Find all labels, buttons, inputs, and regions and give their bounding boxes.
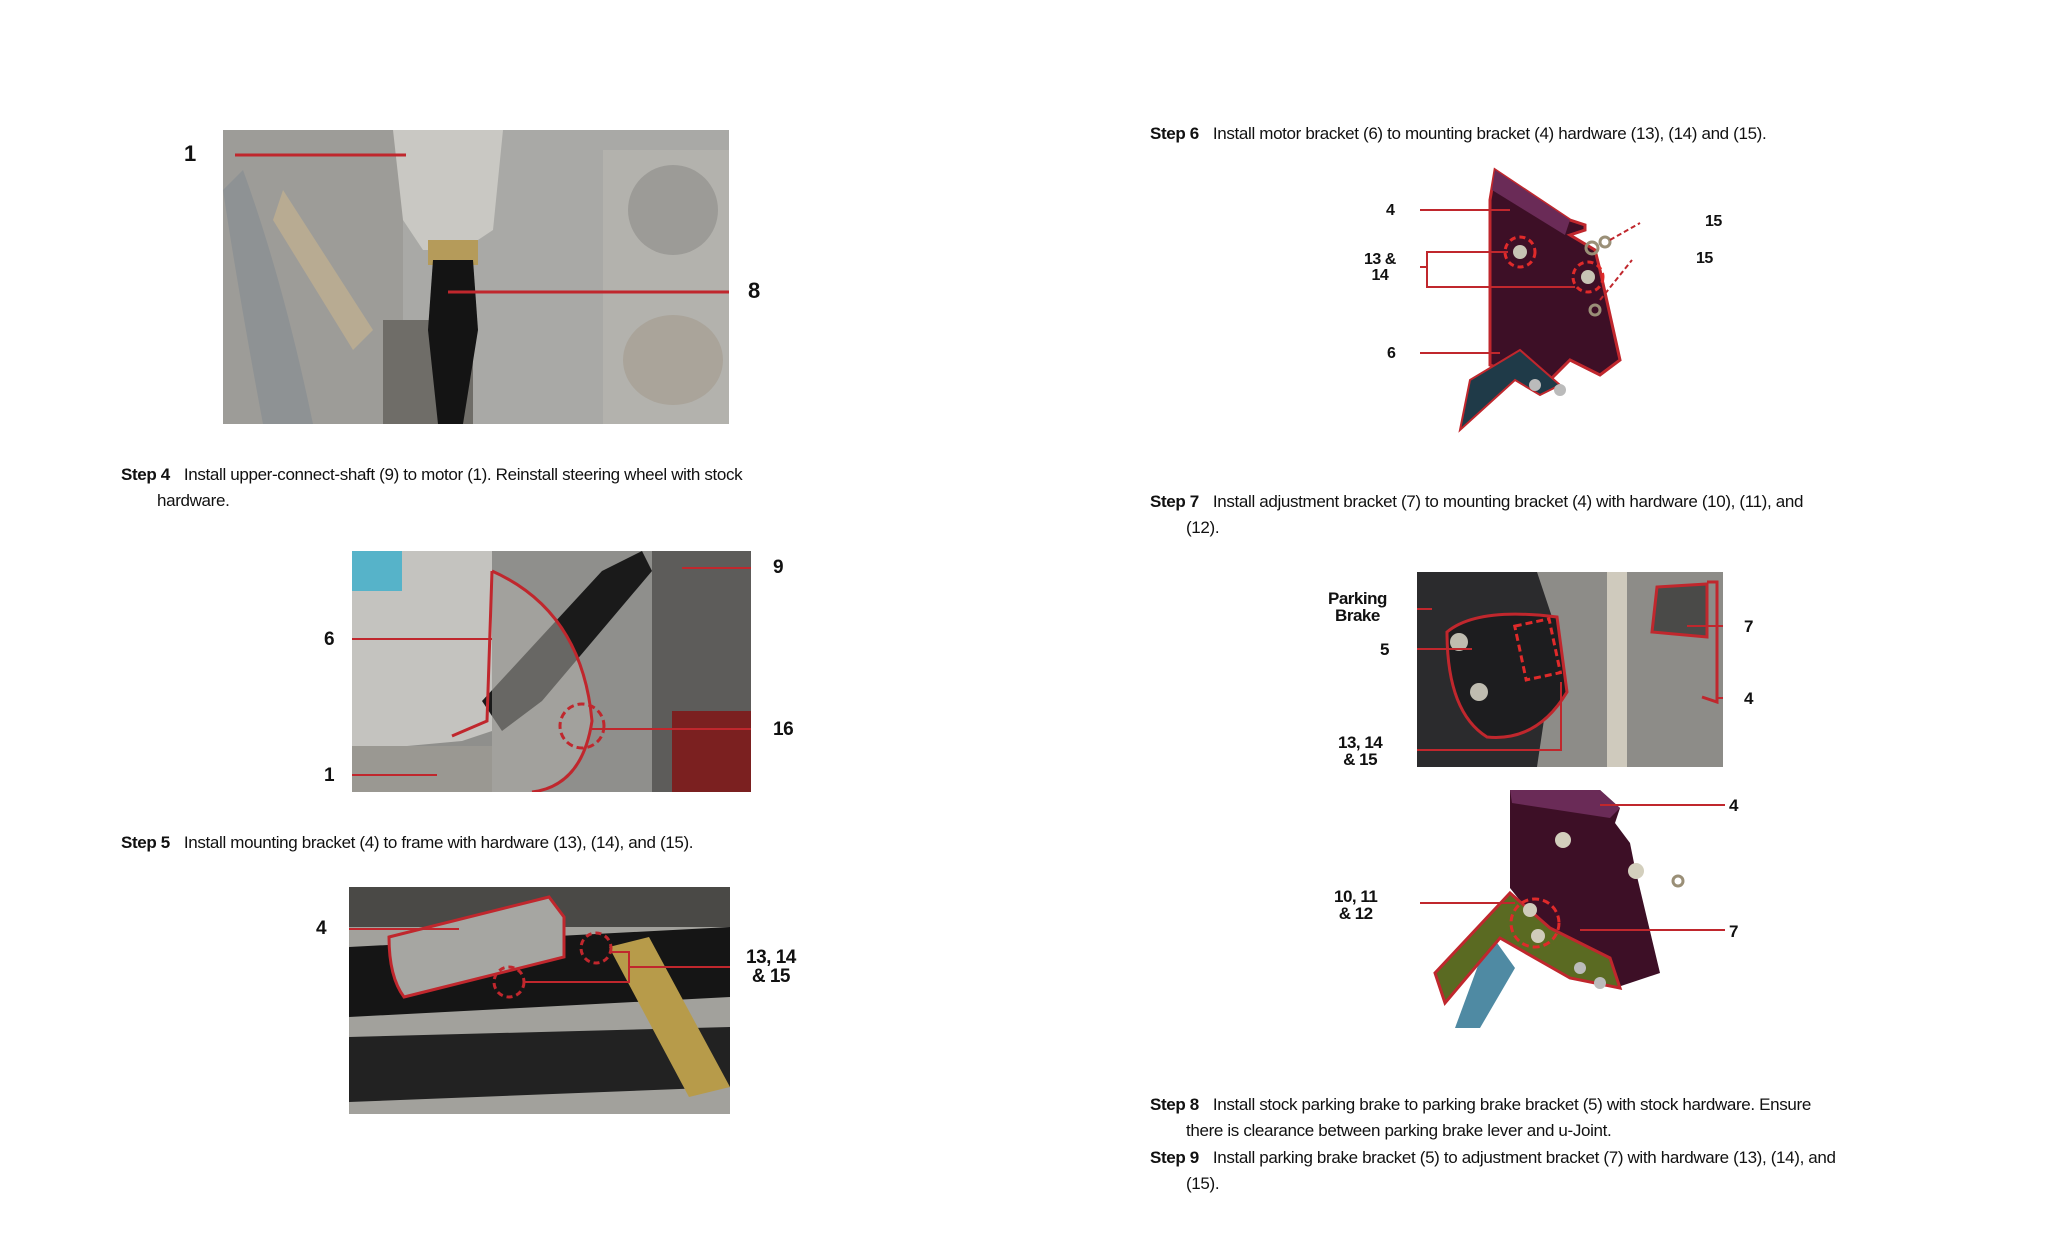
step-8: Step 8 Install stock parking brake to par… xyxy=(1150,1092,1970,1144)
step-7-label: Step 7 xyxy=(1150,492,1199,511)
callout-line-2: & 12 xyxy=(1338,904,1373,923)
callout-line-1: 13 & xyxy=(1364,251,1396,268)
callout-4c: 4 xyxy=(1744,689,1753,708)
step-9-label: Step 9 xyxy=(1150,1148,1199,1167)
step-5-text: Install mounting bracket (4) to frame wi… xyxy=(183,833,694,852)
callout-4: 4 xyxy=(316,918,327,939)
callout-13-14-15b: 13, 14 & 15 xyxy=(1338,733,1383,769)
step-7: Step 7 Install adjustment bracket (7) to … xyxy=(1150,489,1970,541)
callout-4b: 4 xyxy=(1386,202,1395,219)
step-5-label: Step 5 xyxy=(121,833,170,852)
callout-line-1: 10, 11 xyxy=(1334,887,1378,906)
callout-1b: 1 xyxy=(324,765,335,786)
callout-5: 5 xyxy=(1380,640,1389,659)
callout-line-2: Brake xyxy=(1335,606,1380,625)
callout-16: 16 xyxy=(773,719,794,740)
diagram-motor-bracket xyxy=(1420,160,1720,440)
step-8-cont: there is clearance between parking brake… xyxy=(1186,1121,1612,1140)
step-4-text: Install upper-connect-shaft (9) to motor… xyxy=(183,465,743,484)
callout-13-14: 13 & 14 xyxy=(1364,252,1396,284)
step-8-label: Step 8 xyxy=(1150,1095,1199,1114)
step-6: Step 6 Install motor bracket (6) to mount… xyxy=(1150,121,1970,147)
step-4-cont: hardware. xyxy=(157,491,230,510)
photo-mounting-bracket-frame xyxy=(349,887,730,1114)
step-9: Step 9 Install parking brake bracket (5) … xyxy=(1150,1145,1970,1197)
callout-7: 7 xyxy=(1744,617,1753,636)
callout-line-1: Parking xyxy=(1328,589,1387,608)
callout-13-14-15: 13, 14 & 15 xyxy=(746,948,796,986)
callout-6b: 6 xyxy=(1387,345,1396,362)
photo-parking-brake-bracket xyxy=(1417,572,1723,767)
callout-8: 8 xyxy=(748,278,760,303)
callout-15a: 15 xyxy=(1705,213,1722,230)
callout-6: 6 xyxy=(324,629,335,650)
callout-10-11-12: 10, 11 & 12 xyxy=(1334,887,1378,923)
callout-4d: 4 xyxy=(1729,796,1738,815)
step-4-label: Step 4 xyxy=(121,465,170,484)
step-7-cont: (12). xyxy=(1186,518,1220,537)
step-6-label: Step 6 xyxy=(1150,124,1199,143)
callout-15b: 15 xyxy=(1696,250,1713,267)
step-6-text: Install motor bracket (6) to mounting br… xyxy=(1212,124,1767,143)
step-7-text: Install adjustment bracket (7) to mounti… xyxy=(1212,492,1804,511)
diagram-adjustment-bracket xyxy=(1420,788,1730,1028)
step-9-text: Install parking brake bracket (5) to adj… xyxy=(1212,1148,1836,1167)
callout-9: 9 xyxy=(773,557,784,578)
callout-line-1: 13, 14 xyxy=(1338,733,1383,752)
callout-line-2: & 15 xyxy=(1343,750,1378,769)
step-4: Step 4 Install upper-connect-shaft (9) to… xyxy=(121,462,941,514)
callout-1: 1 xyxy=(184,141,196,166)
callout-7b: 7 xyxy=(1729,922,1738,941)
callout-line-2: & 15 xyxy=(751,966,791,987)
step-9-cont: (15). xyxy=(1186,1174,1220,1193)
step-5: Step 5 Install mounting bracket (4) to fr… xyxy=(121,830,941,856)
callout-parking-brake: Parking Brake xyxy=(1328,590,1387,624)
callout-line-2: 14 xyxy=(1371,267,1389,284)
photo-upper-connect-shaft xyxy=(352,551,751,792)
callout-line-1: 13, 14 xyxy=(746,947,796,968)
step-8-text: Install stock parking brake to parking b… xyxy=(1212,1095,1811,1114)
photo-motor-u-joint xyxy=(223,130,729,424)
